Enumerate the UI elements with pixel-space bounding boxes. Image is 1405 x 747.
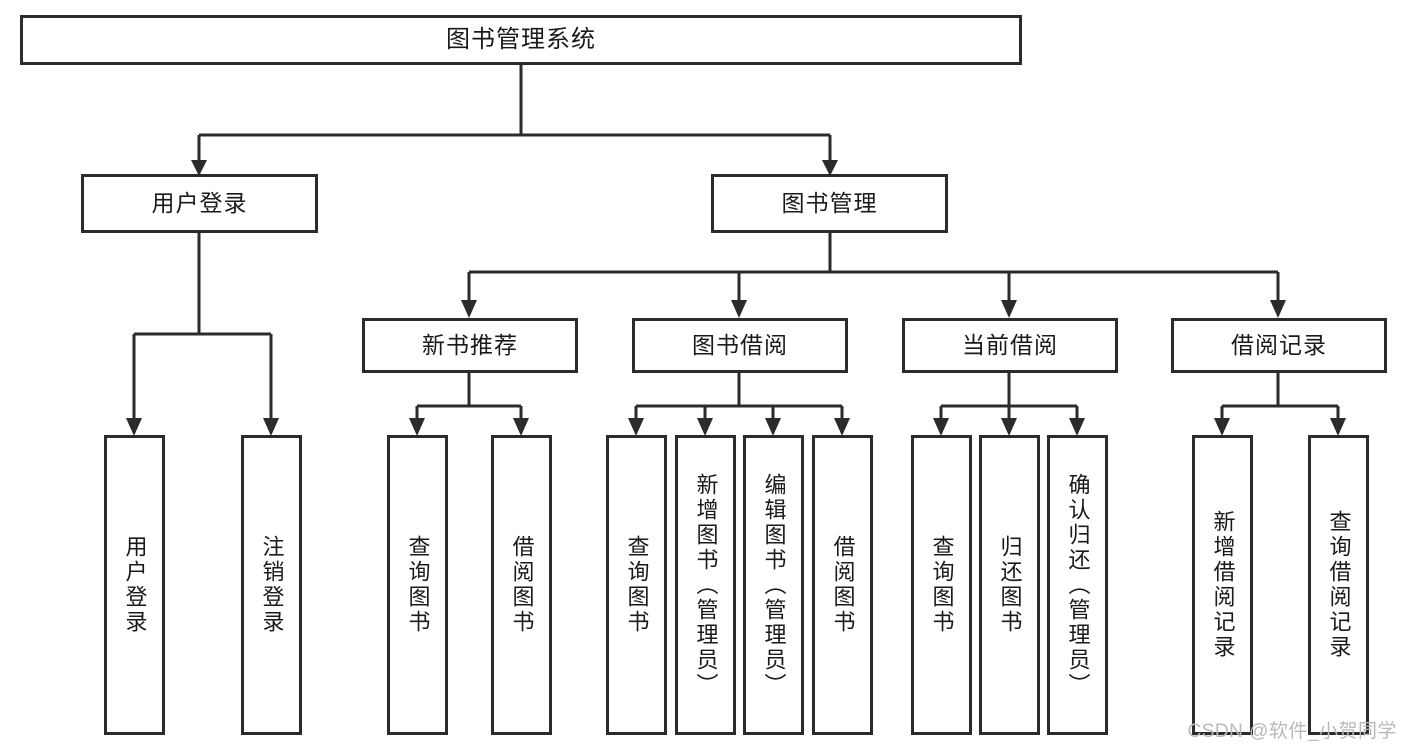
- arrowhead-leaf-add-record: [1214, 418, 1230, 436]
- node-leaf-borrow-book-2[interactable]: 借阅图书: [812, 435, 873, 735]
- arrowhead-current-borrow: [1001, 300, 1017, 318]
- node-user-login[interactable]: 用户登录: [81, 174, 318, 233]
- node-label: 图书借阅: [692, 331, 788, 358]
- arrowhead-leaf-confirm-return: [1069, 418, 1085, 436]
- node-label: 图书管理: [781, 189, 878, 216]
- node-label: 归还图书: [997, 535, 1023, 635]
- node-label: 查询图书: [624, 535, 650, 635]
- arrowhead-leaf-logout-login: [263, 418, 279, 436]
- node-label: 用户登录: [122, 535, 148, 635]
- arrowhead-borrow-record: [1270, 300, 1286, 318]
- node-book-management[interactable]: 图书管理: [711, 174, 948, 233]
- node-leaf-edit-book[interactable]: 编辑图书（管理员）: [743, 435, 804, 735]
- arrowhead-leaf-add-book: [697, 418, 713, 436]
- node-leaf-add-record[interactable]: 新增借阅记录: [1192, 435, 1253, 735]
- arrowhead-leaf-borrow-book-1: [513, 418, 529, 436]
- node-label: 编辑图书（管理员）: [761, 472, 787, 698]
- arrowhead-leaf-edit-book: [765, 418, 781, 436]
- node-label: 用户登录: [151, 189, 248, 216]
- arrowhead-book-borrow: [731, 300, 747, 318]
- arrowhead-leaf-return-book: [1001, 418, 1017, 436]
- node-label: 新增图书（管理员）: [693, 472, 719, 698]
- node-leaf-query-book-3[interactable]: 查询图书: [911, 435, 972, 735]
- arrowhead-leaf-query-record: [1330, 418, 1346, 436]
- arrowhead-leaf-query-book-2: [628, 418, 644, 436]
- node-root-book-management-system[interactable]: 图书管理系统: [20, 15, 1022, 65]
- node-label: 新增借阅记录: [1210, 510, 1236, 660]
- node-leaf-logout-login[interactable]: 注销登录: [241, 435, 302, 735]
- watermark-text: CSDN @软件_小贺同学: [1187, 721, 1397, 742]
- node-label: 查询借阅记录: [1326, 510, 1352, 660]
- arrowhead-leaf-query-book-1: [409, 418, 425, 436]
- node-label: 借阅图书: [509, 535, 535, 635]
- arrowhead-new-book-recommend: [461, 300, 477, 318]
- node-leaf-add-book[interactable]: 新增图书（管理员）: [675, 435, 736, 735]
- node-label: 借阅记录: [1231, 331, 1327, 358]
- node-label: 当前借阅: [962, 331, 1058, 358]
- node-label: 确认归还（管理员）: [1065, 472, 1091, 698]
- node-label: 图书管理系统: [446, 25, 596, 53]
- node-label: 查询图书: [405, 535, 431, 635]
- node-leaf-borrow-book-1[interactable]: 借阅图书: [491, 435, 552, 735]
- node-label: 注销登录: [259, 535, 285, 635]
- arrowhead-leaf-query-book-3: [933, 418, 949, 436]
- node-new-book-recommend[interactable]: 新书推荐: [362, 318, 578, 373]
- node-borrow-record[interactable]: 借阅记录: [1171, 318, 1387, 373]
- node-label: 新书推荐: [422, 331, 518, 358]
- node-label: 借阅图书: [830, 535, 856, 635]
- node-leaf-query-book-1[interactable]: 查询图书: [387, 435, 448, 735]
- arrowhead-leaf-user-login: [126, 418, 142, 436]
- node-book-borrow[interactable]: 图书借阅: [632, 318, 848, 373]
- node-leaf-confirm-return[interactable]: 确认归还（管理员）: [1047, 435, 1108, 735]
- node-leaf-return-book[interactable]: 归还图书: [979, 435, 1040, 735]
- node-leaf-query-book-2[interactable]: 查询图书: [606, 435, 667, 735]
- node-current-borrow[interactable]: 当前借阅: [902, 318, 1118, 373]
- node-leaf-query-record[interactable]: 查询借阅记录: [1308, 435, 1369, 735]
- node-leaf-user-login[interactable]: 用户登录: [104, 435, 165, 735]
- node-label: 查询图书: [929, 535, 955, 635]
- arrowhead-leaf-borrow-book-2: [834, 418, 850, 436]
